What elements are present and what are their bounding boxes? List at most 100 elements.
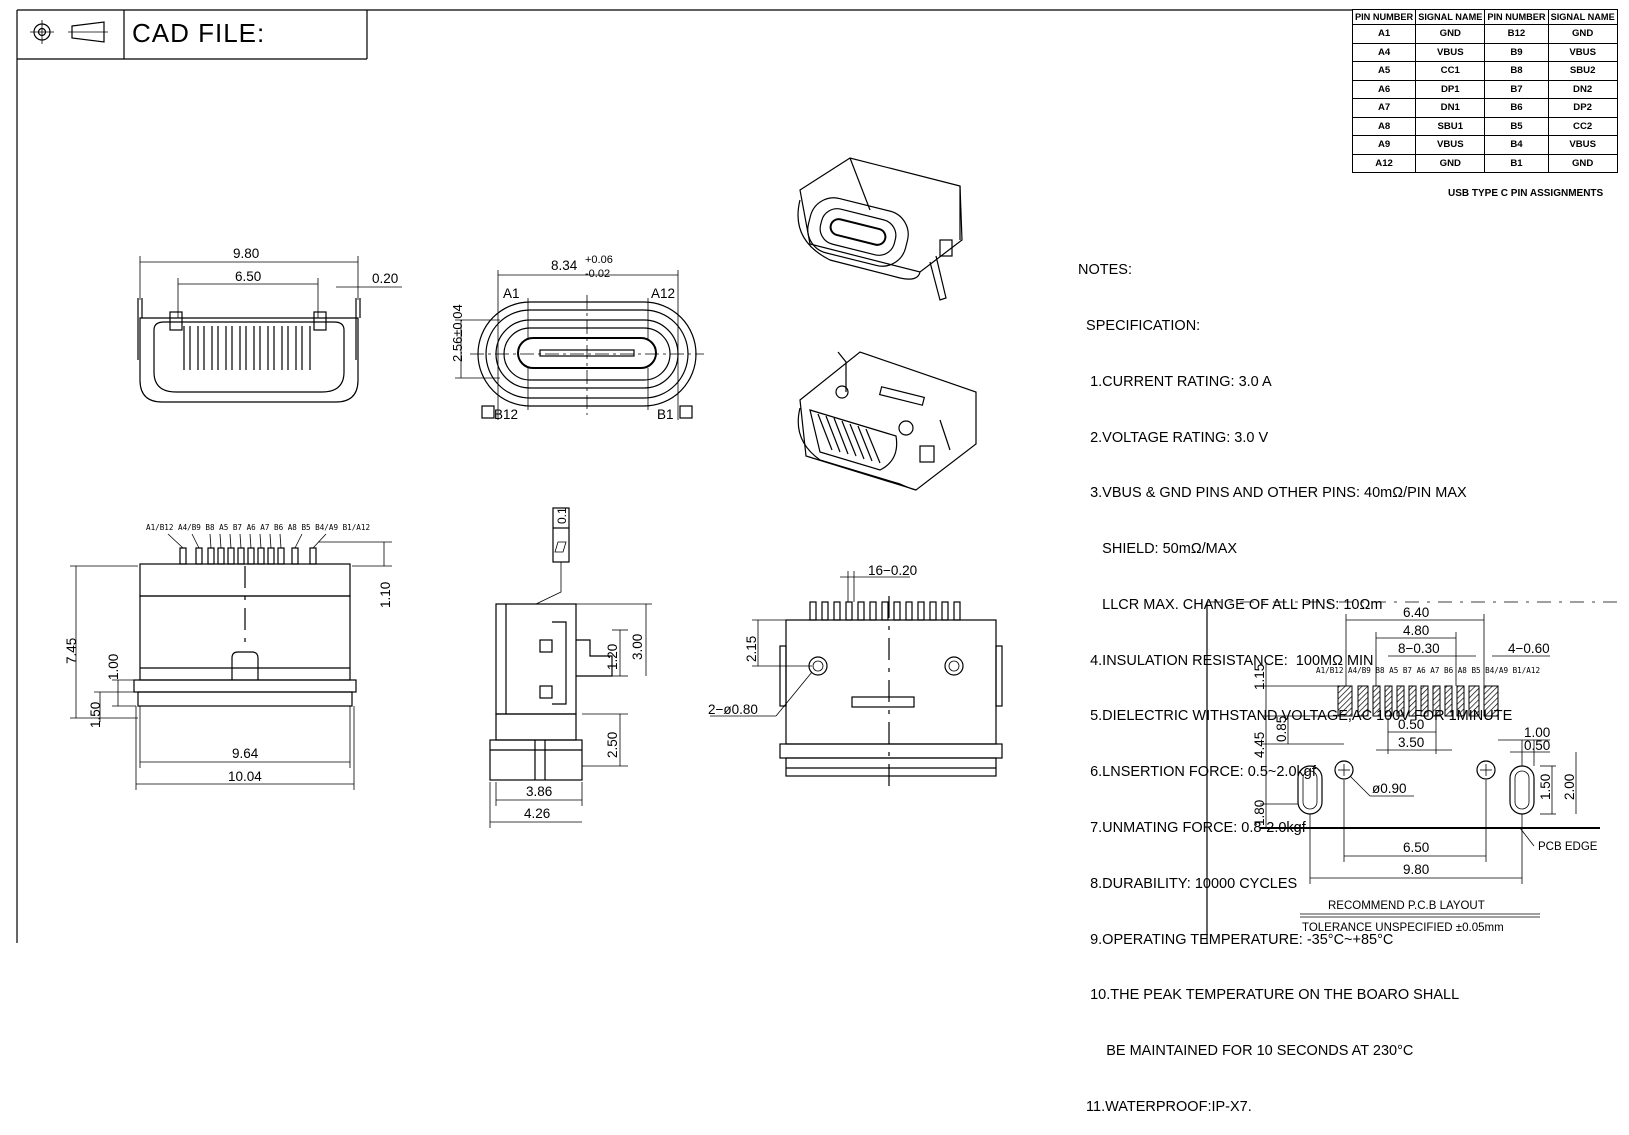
table-cell: A4 xyxy=(1351,42,1417,62)
notes-line: 1.CURRENT RATING: 3.0 A xyxy=(1078,373,1272,390)
notes-line: 3.VBUS & GND PINS AND OTHER PINS: 40mΩ/P… xyxy=(1078,485,1467,502)
mating-label-b12: B12 xyxy=(494,407,518,422)
pcb-dim-180: 1.80 xyxy=(1252,800,1267,826)
table-cell: B1 xyxy=(1484,153,1549,173)
pcb-dim-050b: 0.50 xyxy=(1524,738,1550,753)
pcb-layout: A1/B12 A4/B9 B8 A5 B7 A6 A7 B6 A8 B5 B4/… xyxy=(1206,601,1619,943)
notes-block: NOTES: SPECIFICATION: 1.CURRENT RATING: … xyxy=(1078,224,1512,1135)
pin-table-caption: USB TYPE C PIN ASSIGNMENTS xyxy=(1448,188,1604,199)
table-cell: A6 xyxy=(1351,79,1417,99)
side-dim-964: 9.64 xyxy=(232,746,259,761)
table-cell: DP2 xyxy=(1547,98,1618,118)
notes-line: 4.INSULATION RESISTANCE: 100MΩ MIN xyxy=(1078,652,1374,669)
pcb-tolerance: TOLERANCE UNSPECIFIED ±0.05mm xyxy=(1302,922,1504,934)
table-cell: A8 xyxy=(1351,116,1417,136)
pcb-dim-090: ø0.90 xyxy=(1372,781,1407,796)
notes-line: NOTES: xyxy=(1078,262,1132,279)
top-view: 16−0.20 2.15 2−ø0.80 xyxy=(708,563,1003,790)
isometric-view-bottom xyxy=(797,351,977,491)
side-dim-745: 7.45 xyxy=(64,638,79,664)
top-dim-215: 2.15 xyxy=(744,636,759,662)
notes-line: 6.LNSERTION FORCE: 0.5~2.0kgf xyxy=(1078,764,1316,781)
profile-view: 0.1 1.20 3.00 2.50 3.86 4.26 xyxy=(489,507,652,828)
notes-line: 9.OPERATING TEMPERATURE: -35°C~+85°C xyxy=(1078,931,1394,948)
notes-line: 11.WATERPROOF:IP-X7. xyxy=(1078,1098,1252,1115)
header-pin-number-a: PIN NUMBER xyxy=(1351,9,1417,25)
pcb-dim-100: 1.00 xyxy=(1524,725,1550,740)
front-dim-020: 0.20 xyxy=(372,271,398,286)
table-cell: GND xyxy=(1415,24,1486,44)
table-cell: VBUS xyxy=(1547,135,1618,155)
table-cell: GND xyxy=(1547,24,1618,44)
pcb-dim-350: 3.50 xyxy=(1398,735,1424,750)
table-cell: A9 xyxy=(1351,135,1417,155)
table-cell: B6 xyxy=(1484,98,1549,118)
pcb-edge-label: PCB EDGE xyxy=(1538,841,1598,853)
mating-dim-tol-plus: +0.06 xyxy=(585,254,613,266)
side-pin-labels: A1/B12 A4/B9 B8 A5 B7 A6 A7 B6 A8 B5 B4/… xyxy=(146,523,370,532)
mating-label-a1: A1 xyxy=(503,286,520,301)
table-cell: B4 xyxy=(1484,135,1549,155)
table-cell: DP1 xyxy=(1415,79,1486,99)
table-cell: A12 xyxy=(1351,153,1417,173)
mating-label-a12: A12 xyxy=(651,286,675,301)
mating-label-b1: B1 xyxy=(657,407,674,422)
top-dim-holes: 2−ø0.80 xyxy=(708,702,758,717)
table-cell: DN2 xyxy=(1547,79,1618,99)
side-dim-100: 1.00 xyxy=(106,654,121,680)
notes-line: SPECIFICATION: xyxy=(1078,317,1201,334)
header-signal-name-a: SIGNAL NAME xyxy=(1415,9,1486,25)
table-cell: VBUS xyxy=(1547,42,1618,62)
header-signal-name-b: SIGNAL NAME xyxy=(1547,9,1618,25)
pcb-dim-085: 0.85 xyxy=(1274,716,1289,742)
side-dim-150: 1.50 xyxy=(88,702,103,728)
pcb-dim-115: 1.15 xyxy=(1252,664,1267,690)
table-cell: VBUS xyxy=(1415,42,1486,62)
pcb-dim-445: 4.45 xyxy=(1252,732,1267,758)
profile-dim-120: 1.20 xyxy=(605,644,620,670)
table-cell: CC1 xyxy=(1415,61,1486,81)
table-cell: SBU2 xyxy=(1547,61,1618,81)
pcb-dim-200: 2.00 xyxy=(1562,774,1577,800)
notes-line: LLCR MAX. CHANGE OF ALL PINS: 10Ωm xyxy=(1078,596,1383,613)
table-cell: CC2 xyxy=(1547,116,1618,136)
cad-file-label: CAD FILE: xyxy=(132,18,266,48)
pcb-dim-980: 9.80 xyxy=(1403,862,1429,877)
table-cell: GND xyxy=(1415,153,1486,173)
mating-face-view: 8.34 +0.06 -0.02 2.56±0.04 A1 A12 B12 B1 xyxy=(450,254,704,422)
notes-line: SHIELD: 50mΩ/MAX xyxy=(1078,541,1238,558)
table-cell: GND xyxy=(1547,153,1618,173)
drawing-canvas: 9.80 6.50 0.20 8.34 +0.06 -0.02 2.56±0.0… xyxy=(16,9,1619,943)
table-cell: B8 xyxy=(1484,61,1549,81)
front-dim-980: 9.80 xyxy=(233,246,259,261)
front-view: 9.80 6.50 0.20 xyxy=(137,246,402,403)
top-dim-pitch: 16−0.20 xyxy=(868,563,917,578)
header-pin-number-b: PIN NUMBER xyxy=(1484,9,1549,25)
notes-line: 7.UNMATING FORCE: 0.8-2.0kgf xyxy=(1078,820,1306,836)
mating-dim-tol-minus: -0.02 xyxy=(585,268,610,280)
pcb-dim-480: 4.80 xyxy=(1403,623,1429,638)
profile-dim-300: 3.00 xyxy=(630,634,645,660)
pcb-layout-title: RECOMMEND P.C.B LAYOUT xyxy=(1328,900,1485,912)
table-cell: B9 xyxy=(1484,42,1549,62)
notes-line: 10.THE PEAK TEMPERATURE ON THE BOARO SHA… xyxy=(1078,987,1460,1004)
table-cell: B5 xyxy=(1484,116,1549,136)
projection-symbol-icon xyxy=(30,20,108,44)
table-cell: B12 xyxy=(1484,24,1549,44)
front-dim-650: 6.50 xyxy=(235,269,261,284)
pcb-dim-8x030: 8−0.30 xyxy=(1398,641,1440,656)
side-dim-110: 1.10 xyxy=(378,582,393,608)
pcb-dim-650: 6.50 xyxy=(1403,840,1429,855)
table-cell: A1 xyxy=(1351,24,1417,44)
mating-dim-width: 8.34 xyxy=(551,258,578,273)
pcb-dim-4x060: 4−0.60 xyxy=(1508,641,1550,656)
pcb-dim-640: 6.40 xyxy=(1403,605,1429,620)
pcb-pin-labels: A1/B12 A4/B9 B8 A5 B7 A6 A7 B6 A8 B5 B4/… xyxy=(1316,666,1540,675)
